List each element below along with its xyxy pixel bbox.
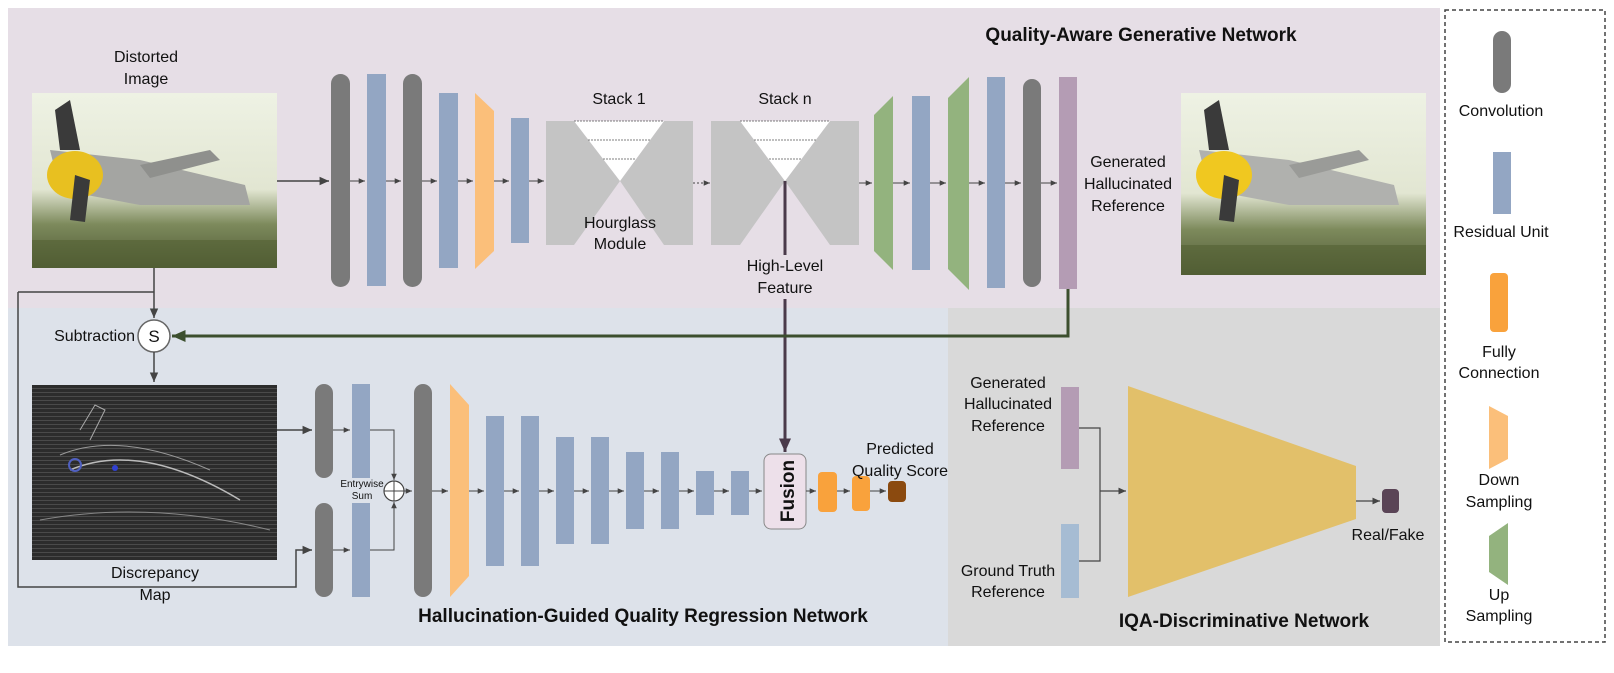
gen-residual-block-5 (987, 77, 1005, 288)
generated-ref-label-1: Generated (1090, 154, 1166, 171)
reg-residual-block-4 (591, 437, 609, 544)
hourglass-label-1: Hourglass (584, 215, 656, 232)
reg-residual-block-6 (661, 452, 679, 529)
gen-conv-block-2 (403, 74, 422, 287)
legend-residual-unit-label: Residual Unit (1453, 224, 1549, 241)
quality-score-node (888, 481, 906, 502)
high-level-feature-label-1: High-Level (747, 258, 823, 275)
legend-down-sampling-icon (1489, 406, 1508, 469)
gen-conv-block-3 (1023, 79, 1041, 287)
disc-generated-ref-bar (1061, 387, 1079, 469)
legend-fully-connection-label-2: Connection (1459, 365, 1540, 382)
discriminative-network-title: IQA-Discriminative Network (1119, 611, 1370, 632)
legend-up-sampling-label-2: Sampling (1466, 608, 1533, 625)
subtraction-label: Subtraction (54, 328, 135, 345)
gen-down-sampling-block (475, 93, 494, 269)
gen-residual-block-1 (367, 74, 386, 286)
real-fake-label: Real/Fake (1352, 527, 1425, 544)
discriminator-block (1128, 386, 1356, 597)
reg-residual-branch-top (352, 384, 370, 478)
reg-residual-block-3 (556, 437, 574, 544)
reg-residual-block-1 (486, 416, 504, 566)
gen-up-sampling-block-1 (874, 96, 893, 270)
disc-generated-ref-label-3: Reference (971, 418, 1045, 435)
reg-down-sampling-block (450, 384, 469, 597)
distorted-image-label: Distorted (114, 49, 178, 66)
generated-reference-bar (1059, 77, 1077, 289)
hourglass-stack-n (711, 120, 859, 245)
high-level-feature-label-2: Feature (757, 280, 812, 297)
reg-residual-block-5 (626, 452, 644, 529)
gen-residual-block-3 (511, 118, 529, 243)
hourglass-stack-1 (546, 120, 693, 245)
reg-residual-block-8 (731, 471, 749, 515)
ground-truth-bar (1061, 524, 1079, 598)
legend-up-sampling-icon (1489, 523, 1508, 585)
reg-residual-block-7 (696, 471, 714, 515)
legend-residual-unit-icon (1493, 152, 1511, 214)
legend-fully-connection-icon (1490, 273, 1508, 332)
reg-fully-connection-1 (818, 472, 837, 512)
entrywise-sum-label-2: Sum (352, 491, 373, 502)
discrepancy-map-image (32, 385, 277, 560)
entrywise-sum-label-1: Entrywise (340, 479, 384, 490)
reg-conv-block-main (414, 384, 432, 597)
legend-down-sampling-label-2: Sampling (1466, 494, 1533, 511)
distorted-image (32, 93, 277, 268)
fusion-label: Fusion (778, 460, 799, 522)
legend-convolution-icon (1493, 31, 1511, 93)
reg-residual-block-2 (521, 416, 539, 566)
legend-up-sampling-label-1: Up (1489, 587, 1510, 604)
ground-truth-label-2: Reference (971, 584, 1045, 601)
generated-image (1181, 93, 1426, 275)
discrepancy-map-label-1: Discrepancy (111, 565, 199, 582)
gen-conv-block-1 (331, 74, 350, 287)
distorted-image-label-2: Image (124, 71, 169, 88)
generative-network-title: Quality-Aware Generative Network (985, 25, 1297, 46)
legend-convolution-label: Convolution (1459, 103, 1544, 120)
regression-network-title: Hallucination-Guided Quality Regression … (418, 606, 868, 627)
reg-conv-branch-bottom (315, 503, 333, 597)
legend-fully-connection-label-1: Fully (1482, 344, 1516, 361)
gen-residual-block-4 (912, 96, 930, 270)
generated-ref-label-2: Hallucinated (1084, 176, 1172, 193)
disc-generated-ref-label-2: Hallucinated (964, 396, 1052, 413)
predicted-score-label-2: Quality Score (852, 463, 948, 480)
subtraction-symbol: S (148, 327, 159, 346)
gen-residual-block-2 (439, 93, 458, 268)
predicted-score-label-1: Predicted (866, 441, 934, 458)
reg-conv-branch-top (315, 384, 333, 478)
gen-up-sampling-block-2 (948, 77, 969, 290)
disc-generated-ref-label-1: Generated (970, 375, 1046, 392)
generated-ref-to-subtraction-arrow (172, 289, 1070, 342)
stack-1-label: Stack 1 (592, 91, 645, 108)
hourglass-label-2: Module (594, 236, 647, 253)
stack-n-label: Stack n (758, 91, 811, 108)
ground-truth-label-1: Ground Truth (961, 563, 1055, 580)
reg-residual-branch-bottom (352, 503, 370, 597)
real-fake-node (1382, 489, 1399, 513)
legend-down-sampling-label-1: Down (1479, 472, 1520, 489)
discrepancy-map-label-2: Map (139, 587, 170, 604)
reg-fully-connection-2 (852, 476, 870, 511)
generated-ref-label-3: Reference (1091, 198, 1165, 215)
legend-panel (1444, 9, 1606, 643)
